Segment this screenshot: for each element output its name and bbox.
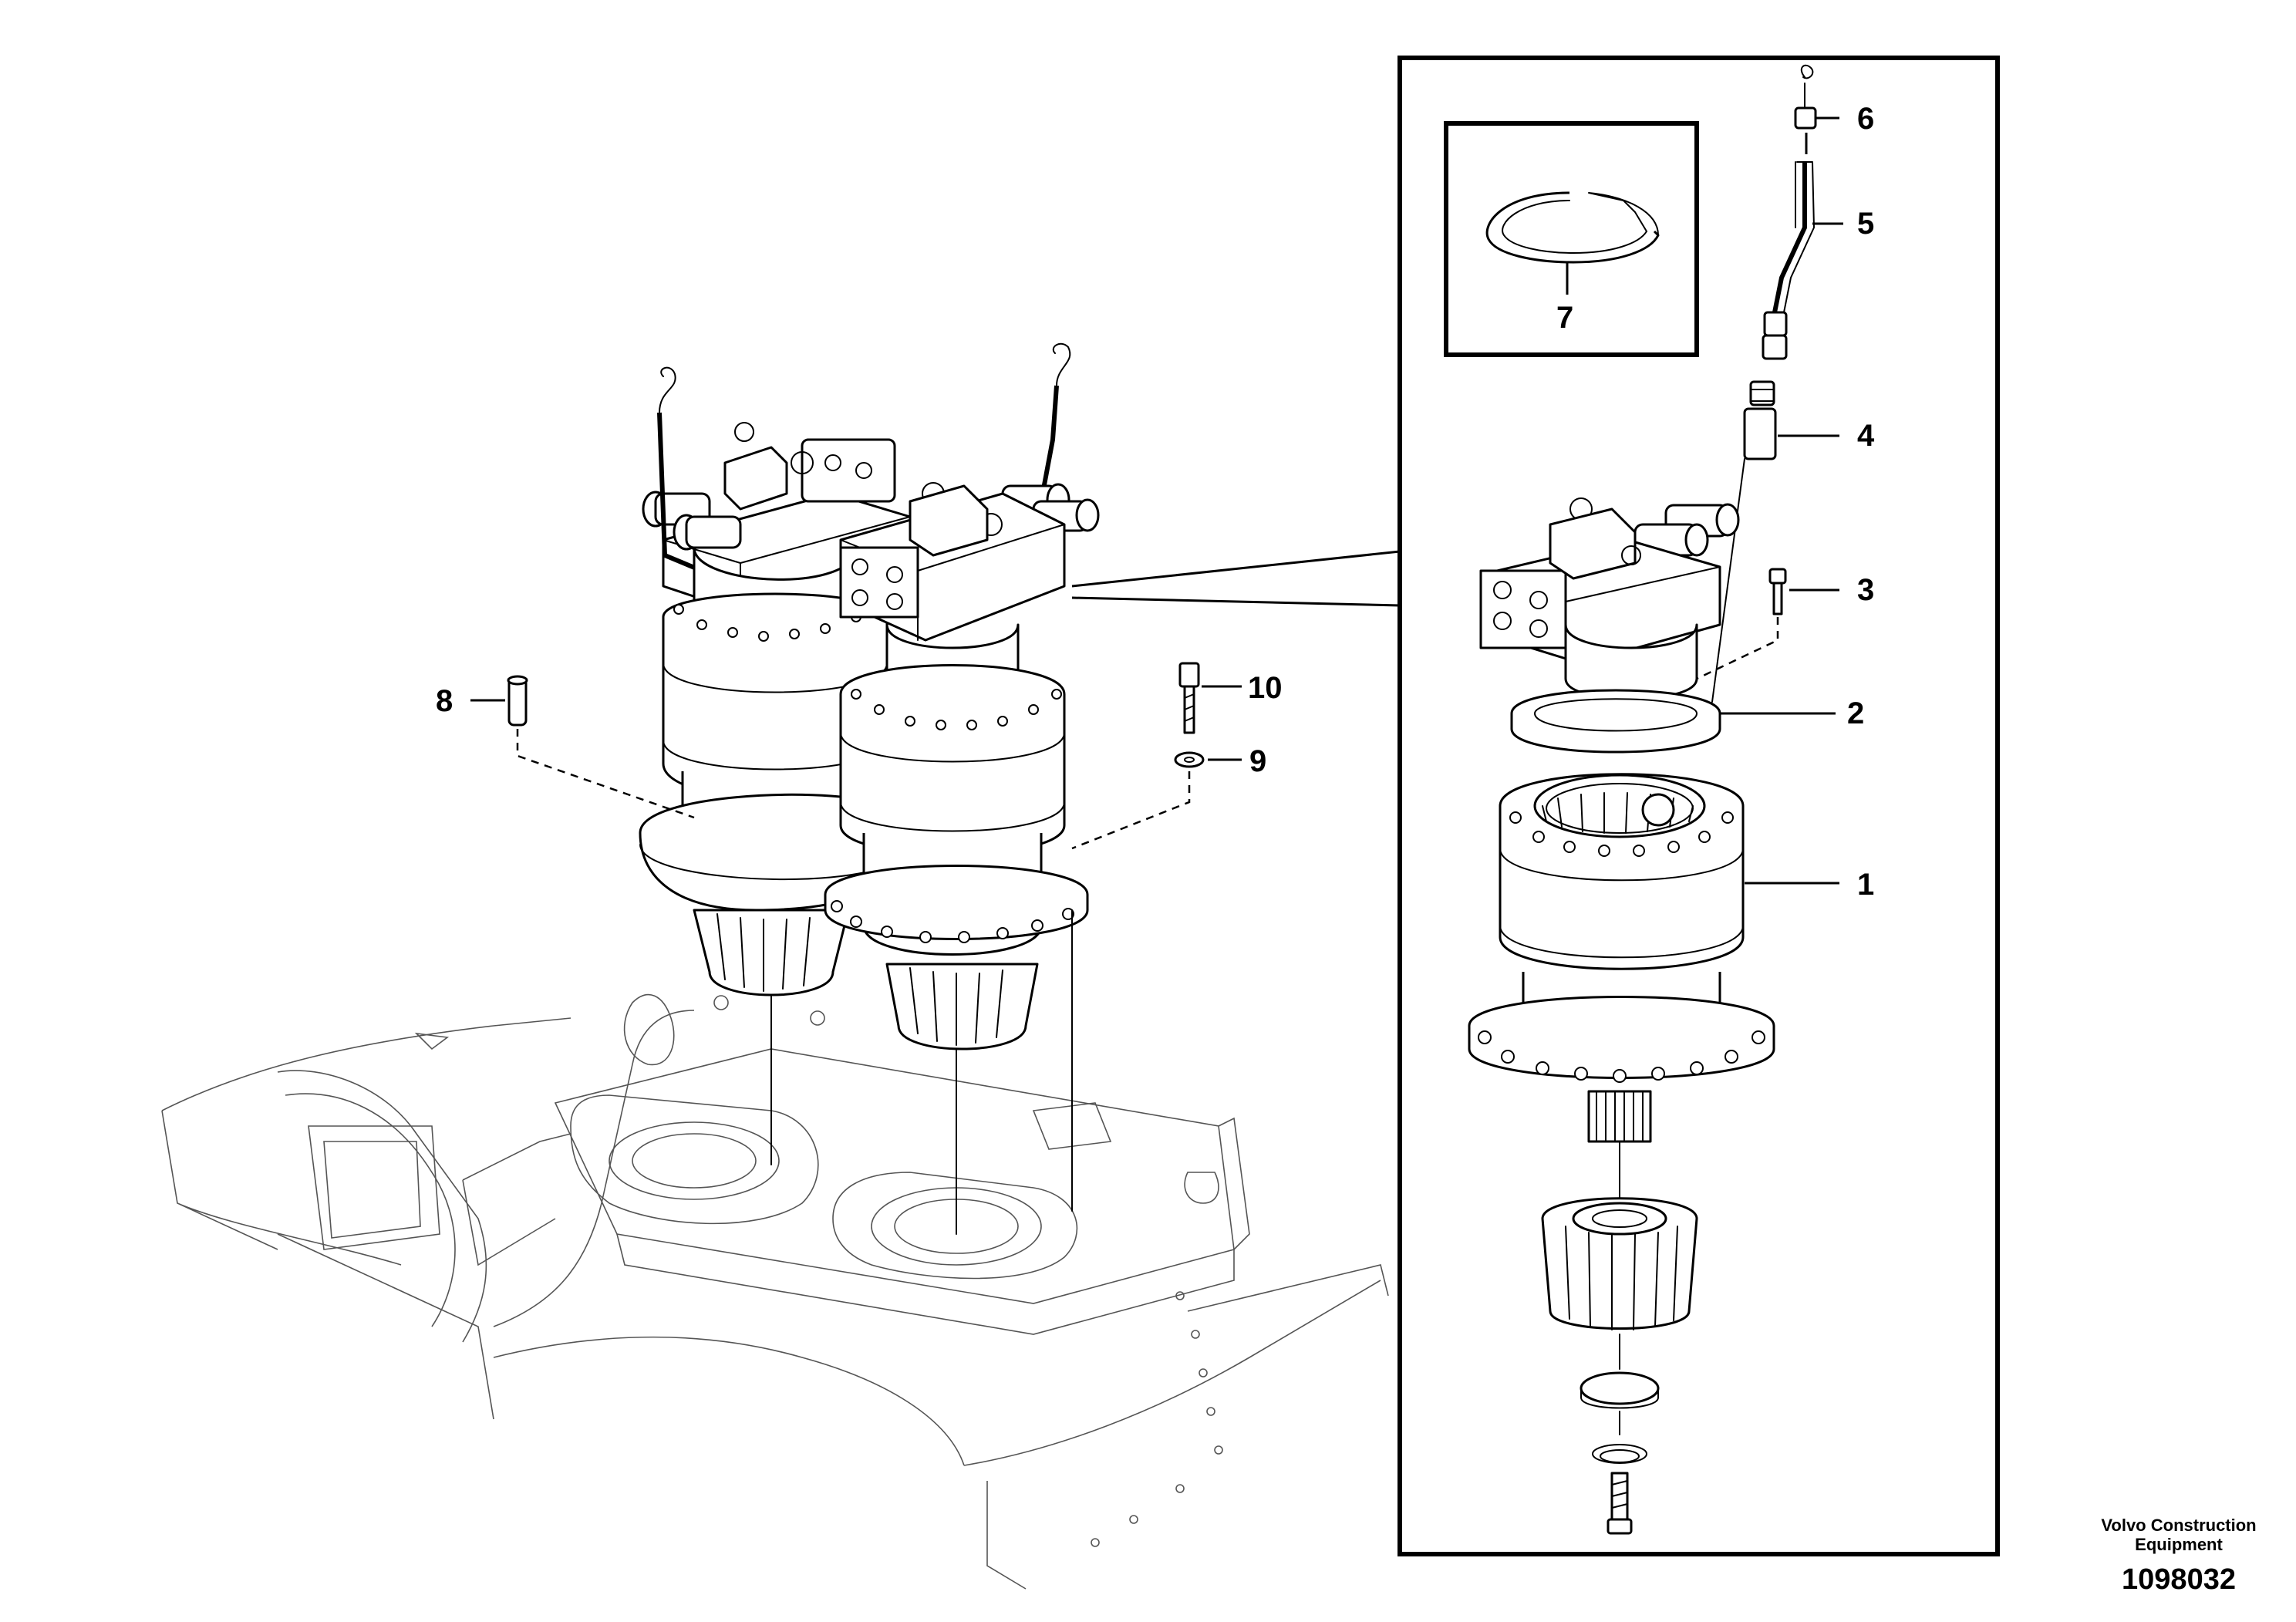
part-5-dipstick-tube — [1762, 161, 1815, 360]
part-4-fitting — [1711, 380, 1777, 703]
figure-id: 1098032 — [2122, 1563, 2236, 1596]
credit-line-2: Equipment — [2135, 1535, 2223, 1554]
leader-lines — [470, 116, 1843, 885]
callout-7: 7 — [1556, 301, 1573, 335]
detail-pointer — [1071, 550, 1401, 607]
part-9-washer — [1071, 751, 1205, 850]
swing-motor-assembly-rear — [639, 366, 912, 996]
callout-3: 3 — [1857, 573, 1874, 607]
callout-labels: 6 5 4 3 2 1 7 8 9 10 — [436, 102, 1875, 902]
part-3-bolt — [1696, 568, 1787, 680]
part-6-cap — [1794, 64, 1817, 154]
detail-snap-ring — [1592, 1444, 1647, 1464]
swing-motor-assembly-front — [824, 342, 1100, 1050]
part-7-inset — [1444, 121, 1699, 357]
publisher-credit: Volvo Construction Equipment 1098032 — [2101, 1516, 2256, 1596]
detail-bolt — [1607, 1472, 1633, 1535]
callout-4: 4 — [1857, 419, 1875, 453]
part-8-pin — [507, 675, 695, 819]
callout-10: 10 — [1248, 671, 1283, 705]
upper-frame-drawing — [161, 993, 1389, 1590]
callout-5: 5 — [1857, 207, 1874, 241]
detail-motor-upper — [1479, 497, 1740, 700]
callout-8: 8 — [436, 684, 453, 718]
part-1-reduction-gear-housing — [1468, 773, 1775, 1208]
part-10-bolt — [1178, 662, 1200, 734]
detail-cover-plate — [1580, 1371, 1660, 1435]
callout-9: 9 — [1249, 744, 1266, 778]
detail-frame — [1397, 56, 2000, 1556]
credit-line-1: Volvo Construction — [2101, 1516, 2256, 1535]
callout-6: 6 — [1857, 102, 1874, 136]
alignment-lines — [770, 909, 1073, 1235]
callout-1: 1 — [1857, 868, 1874, 902]
callout-2: 2 — [1847, 696, 1864, 730]
part-2-flange — [1510, 689, 1721, 754]
detail-pinion-gear — [1541, 1197, 1698, 1370]
